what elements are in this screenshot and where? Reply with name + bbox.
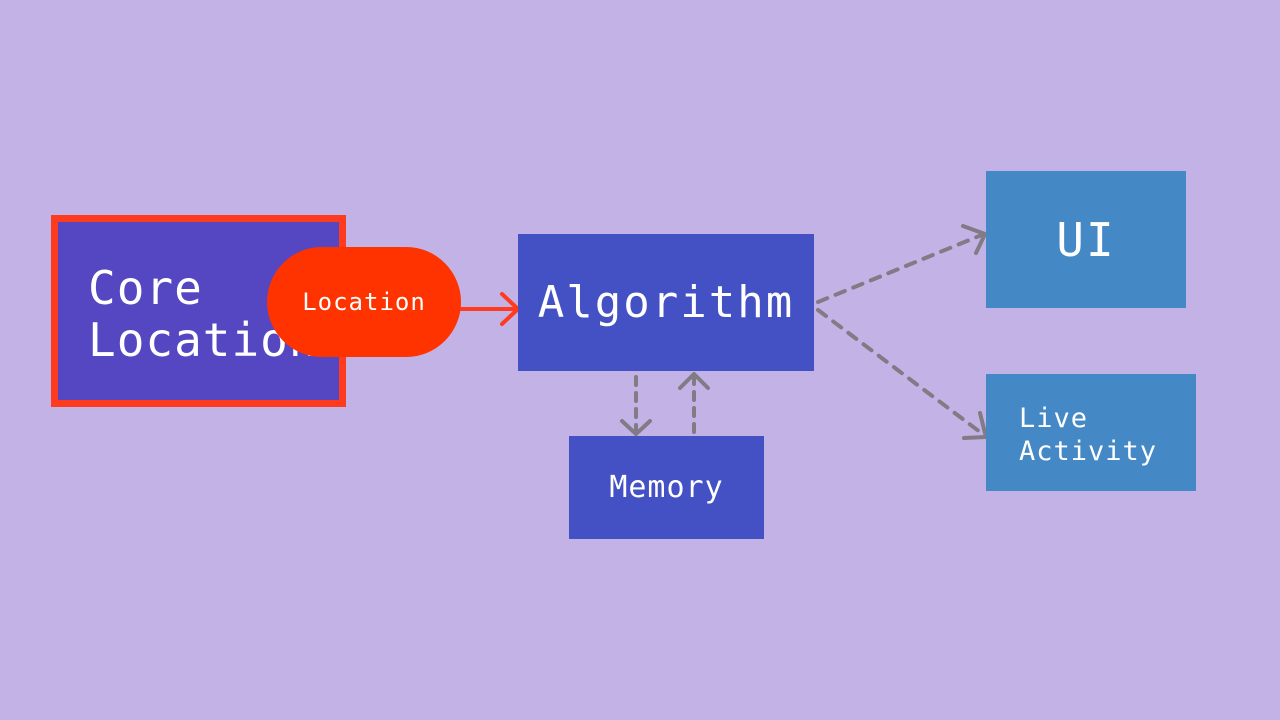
edge-algorithm-to-ui xyxy=(816,232,986,304)
memory-node: Memory xyxy=(569,436,764,539)
location-pill: Location xyxy=(267,247,461,357)
ui-node: UI xyxy=(986,171,1186,308)
edge-algorithm-to-live-activity xyxy=(816,308,986,437)
live-activity-label: Live Activity xyxy=(1019,403,1158,467)
arrowhead-algorithm-to-live-activity xyxy=(962,411,988,440)
arrowhead-algorithm-to-ui xyxy=(961,224,987,255)
algorithm-node: Algorithm xyxy=(518,234,814,371)
core-location-label: Core Location xyxy=(88,261,318,367)
live-activity-node: Live Activity xyxy=(986,374,1196,491)
arrowhead-algorithm-to-memory xyxy=(620,419,652,436)
arrowhead-memory-to-algorithm xyxy=(678,372,710,390)
